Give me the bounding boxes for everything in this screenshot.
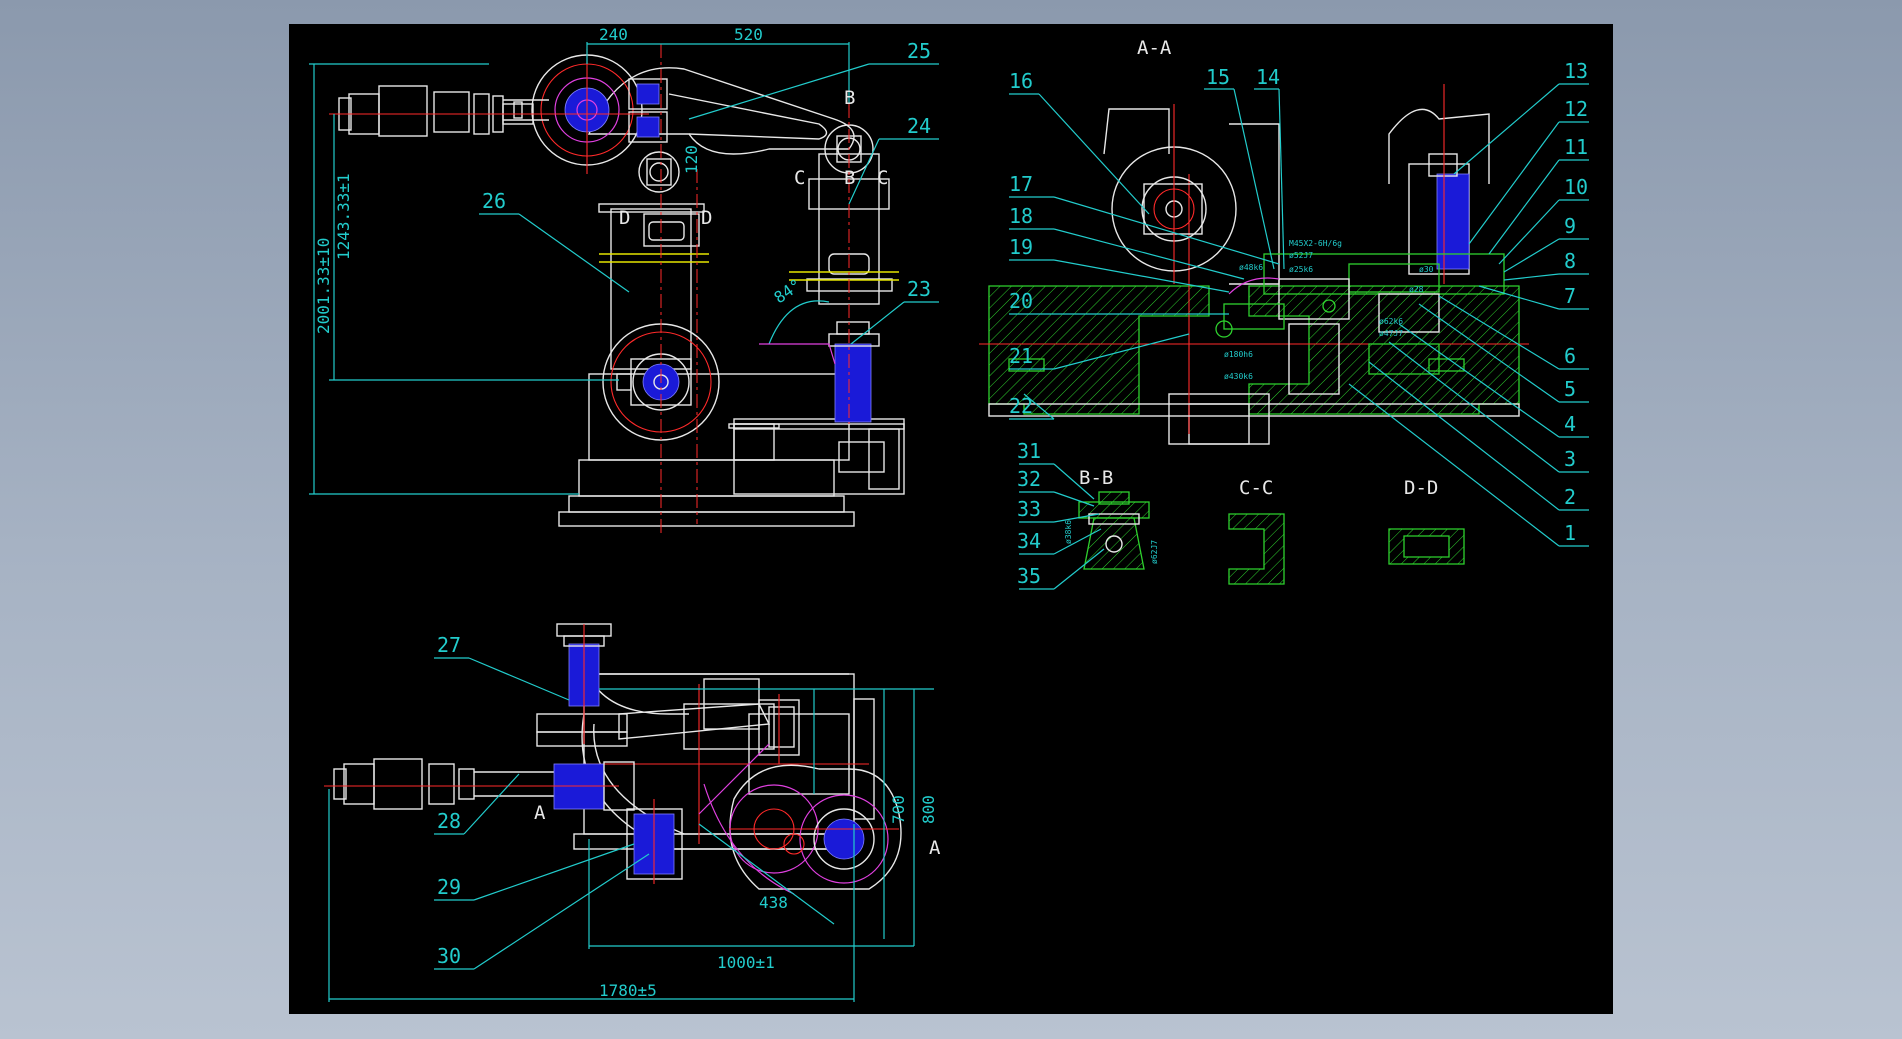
part-label-34: 34 (1017, 529, 1041, 553)
part-label-8: 8 (1564, 249, 1576, 273)
part-label-7: 7 (1564, 284, 1576, 308)
annot-d48: ø48k6 (1239, 263, 1263, 272)
part-label-22: 22 (1009, 394, 1033, 418)
annot-d180: ø180h6 (1224, 350, 1253, 359)
front-elevation-view: 240 520 2001.33±10 1243.33±1 120 84° B B… (309, 25, 939, 534)
part-label-3: 3 (1564, 447, 1576, 471)
part-label-11: 11 (1564, 135, 1588, 159)
section-d-d: D-D (1388, 477, 1465, 565)
part-label-6: 6 (1564, 344, 1576, 368)
marker-d-right: D (701, 207, 712, 229)
plan-view: 700 800 438 1000±1 1780±5 A A 27 28 29 3… (324, 623, 941, 1002)
marker-a-right: A (929, 837, 941, 859)
part-label-15: 15 (1206, 65, 1230, 89)
dim-520: 520 (734, 25, 763, 44)
part-label-31: 31 (1017, 439, 1041, 463)
part-label-24: 24 (907, 114, 931, 138)
engineering-drawing: 240 520 2001.33±10 1243.33±1 120 84° B B… (309, 25, 1589, 1002)
part-label-14: 14 (1256, 65, 1280, 89)
section-title-bb: B-B (1079, 467, 1113, 489)
dim-438: 438 (759, 893, 788, 912)
marker-c-right: C (877, 167, 888, 189)
dim-120: 120 (682, 145, 701, 174)
part-label-23: 23 (907, 277, 931, 301)
part-label-17: 17 (1009, 172, 1033, 196)
annot-d430: ø430k6 (1224, 372, 1253, 381)
part-label-19: 19 (1009, 235, 1033, 259)
part-label-26: 26 (482, 189, 506, 213)
dim-700: 700 (889, 795, 908, 824)
dim-1780: 1780±5 (599, 981, 657, 1000)
annot-d62: ø62k6 (1379, 317, 1403, 326)
part-label-1: 1 (1564, 521, 1576, 545)
part-label-13: 13 (1564, 59, 1588, 83)
marker-b-mid: B (844, 167, 855, 189)
annot-d47: ø47J7 (1379, 329, 1403, 338)
annot-bb-d38: ø38k6 (1064, 520, 1073, 544)
part-label-4: 4 (1564, 412, 1576, 436)
part-label-21: 21 (1009, 344, 1033, 368)
annot-m45: M45X2-6H/6g (1289, 239, 1342, 248)
part-label-35: 35 (1017, 564, 1041, 588)
part-label-27: 27 (437, 633, 461, 657)
section-title-aa: A-A (1137, 37, 1172, 59)
marker-a-left: A (534, 802, 546, 824)
annot-d28: ø28 (1409, 285, 1424, 294)
part-label-28: 28 (437, 809, 461, 833)
part-label-5: 5 (1564, 377, 1576, 401)
annot-d30: ø30 (1419, 265, 1434, 274)
dim-1000: 1000±1 (717, 953, 775, 972)
section-a-a: A-A M4 (979, 37, 1589, 547)
section-c-c: C-C (1228, 477, 1285, 585)
dim-2001: 2001.33±10 (314, 238, 333, 334)
part-label-30: 30 (437, 944, 461, 968)
part-label-29: 29 (437, 875, 461, 899)
dim-1243: 1243.33±1 (334, 173, 353, 260)
annot-bb-d62: ø62J7 (1150, 540, 1159, 564)
section-b-b: B-B ø38k6 ø62J7 31 32 33 34 35 (1017, 439, 1159, 590)
annot-d52: ø52J7 (1289, 251, 1313, 260)
section-title-dd: D-D (1404, 477, 1438, 499)
part-label-9: 9 (1564, 214, 1576, 238)
part-label-20: 20 (1009, 289, 1033, 313)
section-title-cc: C-C (1239, 477, 1273, 499)
part-label-25: 25 (907, 39, 931, 63)
part-label-33: 33 (1017, 497, 1041, 521)
drawing-viewport[interactable]: 240 520 2001.33±10 1243.33±1 120 84° B B… (289, 24, 1613, 1014)
marker-b-top: B (844, 87, 855, 109)
part-label-16: 16 (1009, 69, 1033, 93)
marker-c-left: C (794, 167, 805, 189)
part-label-12: 12 (1564, 97, 1588, 121)
part-label-18: 18 (1009, 204, 1033, 228)
dim-240: 240 (599, 25, 628, 44)
part-label-32: 32 (1017, 467, 1041, 491)
annot-d25: ø25k6 (1289, 265, 1313, 274)
part-label-10: 10 (1564, 175, 1588, 199)
marker-d-left: D (619, 207, 630, 229)
dim-800: 800 (919, 795, 938, 824)
part-label-2: 2 (1564, 485, 1576, 509)
